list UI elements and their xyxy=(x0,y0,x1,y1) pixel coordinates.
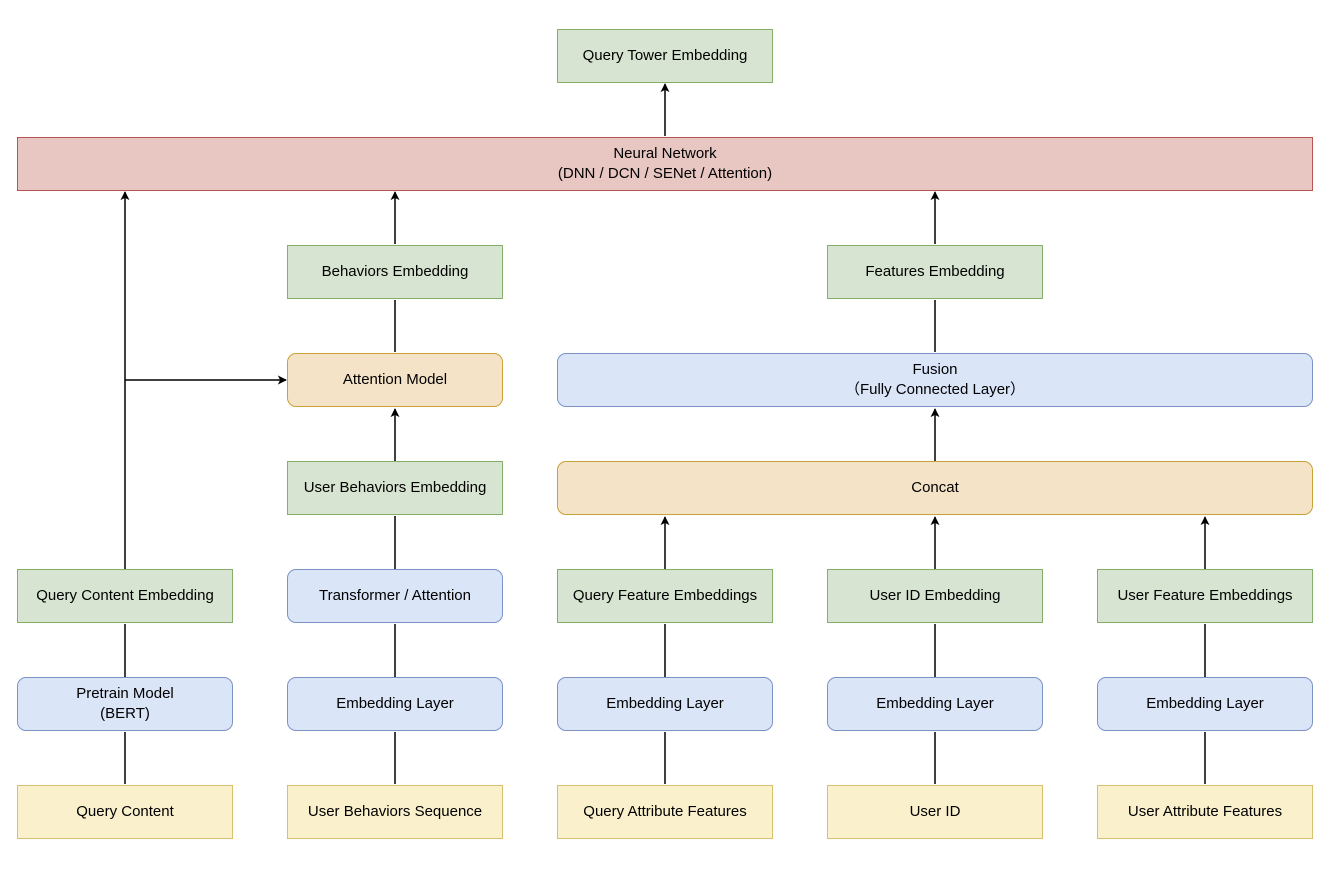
features-embedding-label: Features Embedding xyxy=(865,263,1005,280)
fusion-label: Fusion xyxy=(912,361,958,378)
embedding-layer-behaviors-node: Embedding Layer xyxy=(287,677,503,731)
user-attribute-features-node: User Attribute Features xyxy=(1097,785,1313,839)
query-attribute-features-node: Query Attribute Features xyxy=(557,785,773,839)
concat-label: Concat xyxy=(911,479,959,496)
pretrain-model-sublabel: (BERT) xyxy=(100,705,150,722)
embedding-layer-user-id-label: Embedding Layer xyxy=(876,695,994,712)
user-id-embedding-label: User ID Embedding xyxy=(869,587,1001,604)
query-attribute-features-label: Query Attribute Features xyxy=(583,803,747,820)
pretrain-model-label: Pretrain Model xyxy=(76,685,174,702)
query-content-label: Query Content xyxy=(76,803,174,820)
user-behaviors-embedding-node: User Behaviors Embedding xyxy=(287,461,503,515)
features-embedding-node: Features Embedding xyxy=(827,245,1043,299)
user-feature-embeddings-node: User Feature Embeddings xyxy=(1097,569,1313,623)
pretrain-model-node: Pretrain Model (BERT) xyxy=(17,677,233,731)
user-id-embedding-node: User ID Embedding xyxy=(827,569,1043,623)
query-feature-embeddings-node: Query Feature Embeddings xyxy=(557,569,773,623)
user-behaviors-sequence-label: User Behaviors Sequence xyxy=(307,803,483,820)
embedding-layer-behaviors-label: Embedding Layer xyxy=(336,695,454,712)
user-feature-embeddings-label: User Feature Embeddings xyxy=(1117,587,1293,604)
embedding-layer-user-attr-label: Embedding Layer xyxy=(1146,695,1264,712)
query-content-embedding-node: Query Content Embedding xyxy=(17,569,233,623)
behaviors-embedding-node: Behaviors Embedding xyxy=(287,245,503,299)
behaviors-embedding-label: Behaviors Embedding xyxy=(321,263,469,280)
embedding-layer-user-id-node: Embedding Layer xyxy=(827,677,1043,731)
neural-network-node: Neural Network (DNN / DCN / SENet / Atte… xyxy=(17,137,1313,191)
query-tower-embedding-node: Query Tower Embedding xyxy=(557,29,773,83)
fusion-sublabel: （Fully Connected Layer） xyxy=(844,381,1026,398)
transformer-attention-node: Transformer / Attention xyxy=(287,569,503,623)
fusion-node: Fusion （Fully Connected Layer） xyxy=(557,353,1313,407)
neural-network-sublabel: (DNN / DCN / SENet / Attention) xyxy=(557,165,773,182)
user-attribute-features-label: User Attribute Features xyxy=(1127,803,1283,820)
concat-node: Concat xyxy=(557,461,1313,515)
user-behaviors-embedding-label: User Behaviors Embedding xyxy=(303,479,487,496)
attention-model-node: Attention Model xyxy=(287,353,503,407)
transformer-attention-label: Transformer / Attention xyxy=(318,587,471,604)
query-tower-embedding-label: Query Tower Embedding xyxy=(582,47,748,64)
user-id-label: User ID xyxy=(909,803,961,820)
query-feature-embeddings-label: Query Feature Embeddings xyxy=(572,587,758,604)
embedding-layer-query-attr-label: Embedding Layer xyxy=(606,695,724,712)
user-behaviors-sequence-node: User Behaviors Sequence xyxy=(287,785,503,839)
neural-network-label: Neural Network xyxy=(613,145,717,162)
embedding-layer-query-attr-node: Embedding Layer xyxy=(557,677,773,731)
attention-model-label: Attention Model xyxy=(342,371,448,388)
embedding-layer-user-attr-node: Embedding Layer xyxy=(1097,677,1313,731)
user-id-node: User ID xyxy=(827,785,1043,839)
query-content-embedding-label: Query Content Embedding xyxy=(36,587,214,604)
query-content-node: Query Content xyxy=(17,785,233,839)
